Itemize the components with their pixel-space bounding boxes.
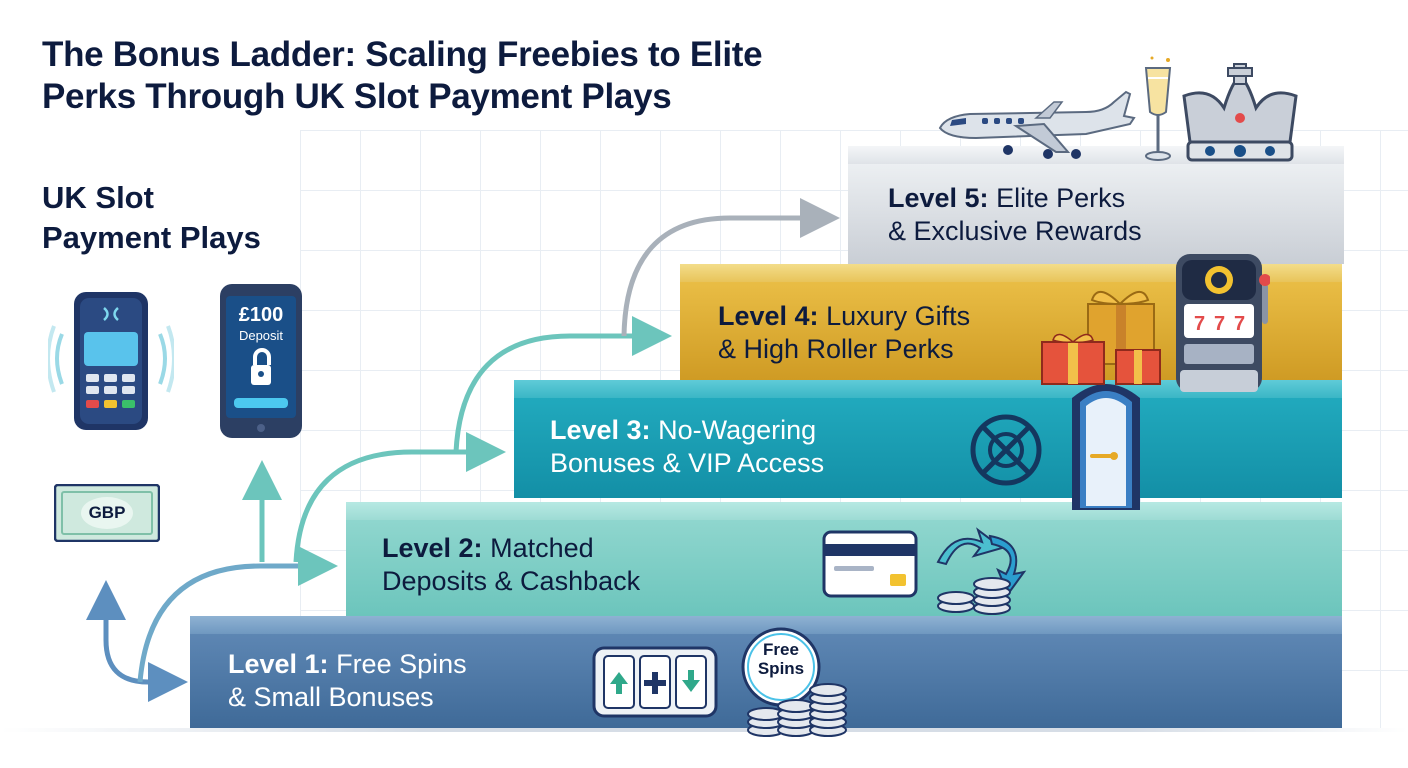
phone-deposit-icon bbox=[218, 282, 304, 440]
crown-icon bbox=[1180, 62, 1300, 166]
arrow-to-level-3 bbox=[293, 432, 506, 563]
gift-boxes-icon bbox=[1040, 286, 1170, 386]
slot-reels-icon bbox=[592, 646, 718, 718]
vip-door-icon bbox=[1066, 376, 1146, 512]
credit-card-icon bbox=[822, 530, 918, 598]
level-3-step: Level 3: No-Wagering Bonuses & VIP Acces… bbox=[514, 380, 1342, 498]
level-1-line2: & Small Bonuses bbox=[228, 682, 434, 712]
level-5-line2: & Exclusive Rewards bbox=[888, 216, 1142, 246]
svg-text:7: 7 bbox=[1194, 313, 1205, 335]
svg-text:7: 7 bbox=[1214, 313, 1225, 335]
svg-text:7: 7 bbox=[1234, 313, 1245, 335]
level-4-prefix: Level 4: bbox=[718, 301, 819, 331]
level-2-line1: Matched bbox=[490, 533, 594, 563]
private-jet-icon bbox=[936, 88, 1138, 160]
phone-deposit-label: Deposit bbox=[238, 328, 284, 343]
arrow-to-level-4 bbox=[453, 316, 672, 453]
cashback-arrow-icon bbox=[932, 524, 1030, 618]
level-5-label: Level 5: Elite Perks & Exclusive Rewards bbox=[888, 182, 1142, 248]
level-1-label: Level 1: Free Spins & Small Bonuses bbox=[228, 648, 467, 714]
free-spins-line-1: Free bbox=[763, 640, 799, 659]
level-3-line1: No-Wagering bbox=[658, 415, 817, 445]
arrow-to-level-1 bbox=[103, 598, 188, 702]
level-3-line2: Bonuses & VIP Access bbox=[550, 448, 825, 478]
level-2-line2: Deposits & Cashback bbox=[382, 566, 641, 596]
page-title: The Bonus Ladder: Scaling Freebies to El… bbox=[42, 34, 942, 118]
coin-stack-icon bbox=[744, 682, 852, 740]
arrow-to-level-5 bbox=[621, 198, 840, 337]
level-5-prefix: Level 5: bbox=[888, 183, 989, 213]
level-4-label: Level 4: Luxury Gifts & High Roller Perk… bbox=[718, 300, 970, 366]
level-3-prefix: Level 3: bbox=[550, 415, 651, 445]
level-3-label: Level 3: No-Wagering Bonuses & VIP Acces… bbox=[550, 414, 824, 480]
level-4-line2: & High Roller Perks bbox=[718, 334, 954, 364]
level-2-prefix: Level 2: bbox=[382, 533, 483, 563]
side-title-line-2: Payment Plays bbox=[42, 220, 261, 255]
arrow-to-level-2 bbox=[137, 546, 338, 683]
level-1-prefix: Level 1: bbox=[228, 649, 329, 679]
no-wagering-icon bbox=[968, 412, 1044, 488]
phone-amount: £100 bbox=[238, 304, 284, 326]
page-title-line-1: The Bonus Ladder: Scaling Freebies to El… bbox=[42, 35, 763, 74]
banknote-label: GBP bbox=[88, 503, 126, 522]
slot-machine-icon: 7 7 7 bbox=[1168, 248, 1270, 396]
banknote-icon bbox=[54, 484, 160, 542]
champagne-icon bbox=[1138, 54, 1178, 164]
level-5-line1: Elite Perks bbox=[996, 183, 1126, 213]
floor-line bbox=[0, 728, 1408, 732]
free-spins-badge-text: Free Spins bbox=[748, 640, 814, 678]
side-panel-title: UK Slot Payment Plays bbox=[42, 178, 261, 258]
level-4-line1: Luxury Gifts bbox=[826, 301, 971, 331]
level-1-line1: Free Spins bbox=[336, 649, 467, 679]
free-spins-line-2: Spins bbox=[757, 659, 805, 678]
side-title-line-1: UK Slot bbox=[42, 180, 154, 215]
level-2-label: Level 2: Matched Deposits & Cashback bbox=[382, 532, 640, 598]
level-5-step: Level 5: Elite Perks & Exclusive Rewards bbox=[848, 146, 1344, 264]
page-title-line-2: Perks Through UK Slot Payment Plays bbox=[42, 77, 672, 116]
payment-terminal-icon bbox=[48, 288, 174, 434]
